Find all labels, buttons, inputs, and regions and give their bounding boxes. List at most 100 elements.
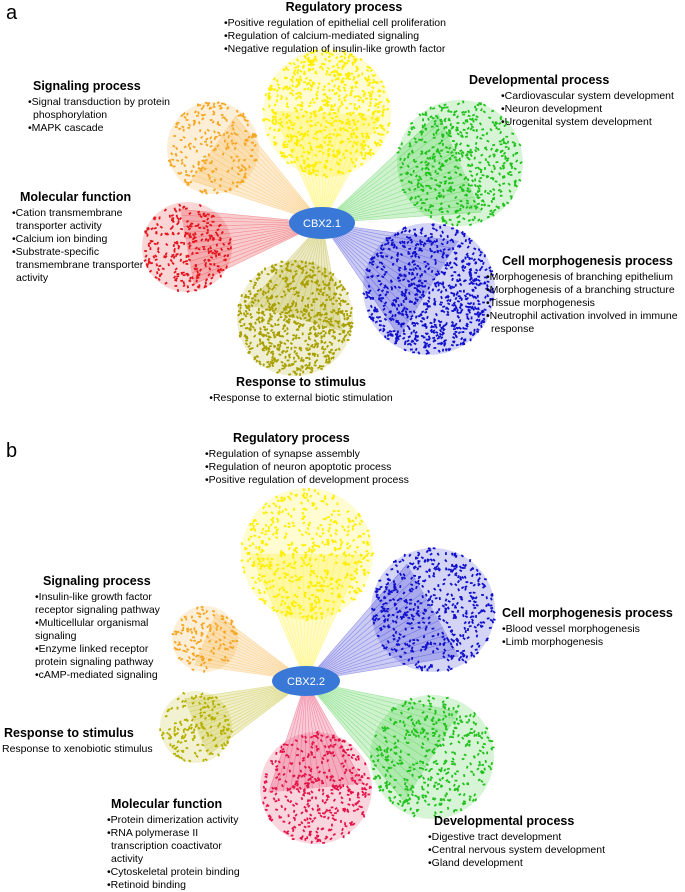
node-dot xyxy=(212,102,216,106)
node-dot xyxy=(330,105,335,108)
node-dot xyxy=(291,92,295,97)
node-dot xyxy=(346,313,349,317)
node-dot xyxy=(219,107,223,109)
node-dot xyxy=(505,135,509,138)
node-dot xyxy=(336,152,340,156)
node-dot xyxy=(182,111,186,116)
node-dot xyxy=(285,143,289,146)
node-dot xyxy=(159,728,162,732)
node-dot xyxy=(403,273,406,277)
node-dot xyxy=(402,662,406,665)
node-dot xyxy=(361,99,365,102)
node-dot xyxy=(328,523,332,526)
hub-label: CBX2.1 xyxy=(303,218,341,230)
node-dot xyxy=(324,175,329,179)
node-dot xyxy=(273,142,277,147)
node-dot xyxy=(399,173,403,176)
node-dot xyxy=(185,617,188,621)
node-dot xyxy=(498,140,502,143)
node-dot xyxy=(308,104,312,108)
node-dot xyxy=(463,289,465,293)
node-dot xyxy=(307,151,312,155)
node-dot xyxy=(313,164,317,168)
node-dot xyxy=(344,759,347,763)
node-dot xyxy=(324,102,329,106)
node-dot xyxy=(353,589,357,592)
node-dot xyxy=(244,130,248,133)
edge-line xyxy=(228,125,323,224)
node-dot xyxy=(307,68,310,71)
node-dot xyxy=(270,87,274,91)
node-dot xyxy=(287,364,291,367)
node-dot xyxy=(311,81,316,84)
node-dot xyxy=(471,615,475,618)
node-dot xyxy=(319,143,323,147)
node-dot xyxy=(351,144,354,148)
node-dot xyxy=(197,641,201,643)
edge-line xyxy=(217,140,323,224)
node-dot xyxy=(240,559,244,562)
node-dot xyxy=(225,118,228,122)
node-dot xyxy=(247,295,250,299)
node-dot xyxy=(288,606,291,609)
node-dot xyxy=(367,84,370,87)
node-dot xyxy=(372,296,374,300)
node-dot xyxy=(313,49,317,53)
node-dot xyxy=(293,809,296,813)
node-dot xyxy=(303,166,307,170)
node-dot xyxy=(267,91,271,96)
edge-fan-response xyxy=(247,223,343,332)
node-dot xyxy=(361,787,364,791)
node-dot xyxy=(295,78,298,82)
node-dot xyxy=(374,98,378,101)
node-dot xyxy=(286,68,290,71)
node-dot xyxy=(325,159,329,162)
edge-line xyxy=(221,135,323,224)
node-dot xyxy=(202,711,206,714)
node-dot xyxy=(211,120,215,124)
node-dot xyxy=(284,601,287,605)
node-dot xyxy=(231,166,234,170)
node-dot xyxy=(296,58,300,62)
node-dot xyxy=(344,73,348,78)
node-dot xyxy=(311,170,315,174)
node-dot xyxy=(335,56,339,60)
node-dot xyxy=(499,194,503,197)
node-dot xyxy=(307,586,311,589)
node-dot xyxy=(315,169,320,173)
node-dot xyxy=(365,77,369,82)
node-dot xyxy=(292,370,296,373)
node-dot xyxy=(274,284,278,287)
node-dot xyxy=(278,117,283,121)
node-dot xyxy=(315,288,318,292)
node-dot xyxy=(369,148,373,151)
node-dot xyxy=(202,212,205,216)
node-dot xyxy=(280,94,284,99)
node-dot xyxy=(416,288,419,292)
node-dot xyxy=(310,85,314,89)
node-dot xyxy=(480,203,484,206)
node-dot xyxy=(181,624,185,627)
node-dot xyxy=(294,97,298,100)
edge-line xyxy=(234,115,323,224)
node-dot xyxy=(381,110,385,114)
node-dot xyxy=(182,274,186,277)
node-dot xyxy=(328,526,331,530)
node-dot xyxy=(331,335,335,338)
node-dot xyxy=(212,105,216,108)
node-dot xyxy=(316,834,320,837)
node-dot xyxy=(299,126,303,130)
node-dot xyxy=(302,133,306,137)
node-dot xyxy=(442,106,446,109)
node-dot xyxy=(259,288,262,292)
node-dot xyxy=(326,66,330,70)
node-dot xyxy=(447,626,451,629)
node-dot xyxy=(351,119,356,122)
node-dot xyxy=(295,158,299,162)
node-dot xyxy=(378,123,383,127)
node-dot xyxy=(193,639,197,642)
node-dot xyxy=(202,245,206,248)
node-dot xyxy=(338,72,343,76)
edge-line xyxy=(289,111,323,224)
node-dot xyxy=(333,74,338,78)
